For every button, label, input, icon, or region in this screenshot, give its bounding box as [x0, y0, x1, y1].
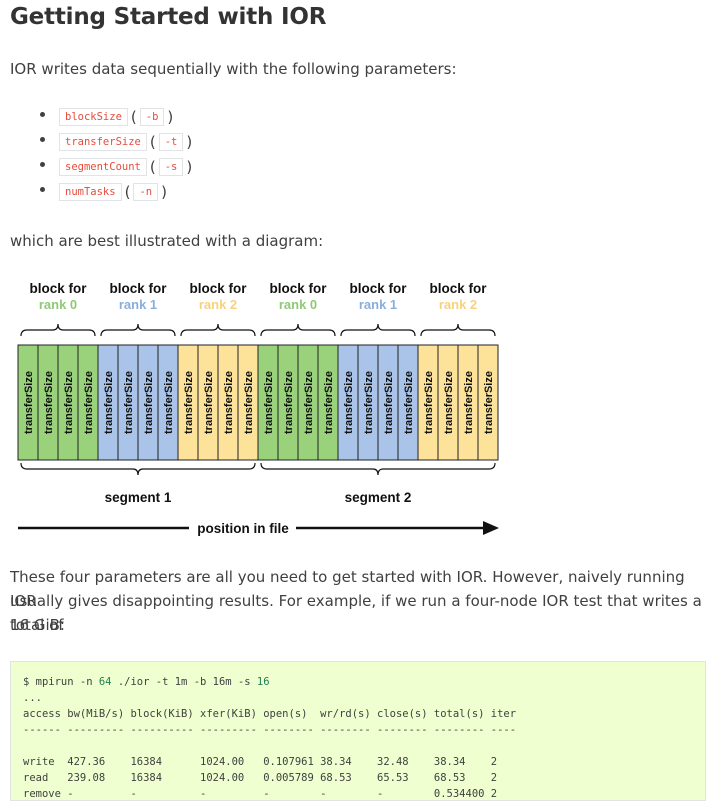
param-flag: -b [139, 107, 165, 126]
rank-label: rank 2 [439, 297, 477, 312]
segment-brace [20, 462, 256, 476]
block-label: block for [109, 281, 167, 296]
block-label: block for [269, 281, 327, 296]
transfer-size-label: transferSize [63, 371, 75, 434]
arrowhead-icon [483, 521, 499, 535]
transfer-size-label: transferSize [203, 371, 215, 434]
block-brace [260, 323, 336, 337]
transfer-size-label: transferSize [123, 371, 135, 434]
table-rule: ------ --------- ---------- --------- --… [23, 724, 517, 736]
transfer-size-label: transferSize [103, 371, 115, 434]
rank-label: rank 0 [279, 297, 317, 312]
command-line: $ mpirun -n 64 ./ior -t 1m -b 16m -s 16 [23, 676, 270, 688]
page-title: Getting Started with IOR [10, 4, 327, 30]
after-paragraph-line-1: These four parameters are all you need t… [10, 568, 685, 610]
segment-label: segment 2 [345, 490, 412, 505]
list-item: segmentCount (-s) [40, 154, 195, 179]
block-brace [180, 323, 256, 337]
param-name: segmentCount [59, 157, 147, 176]
param-name: blockSize [59, 107, 128, 126]
diagram-intro: which are best illustrated with a diagra… [10, 232, 324, 250]
transfer-size-label: transferSize [223, 371, 235, 434]
transfer-size-label: transferSize [83, 371, 95, 434]
table-header: access bw(MiB/s) block(KiB) xfer(KiB) op… [23, 708, 517, 720]
transfer-size-label: transferSize [263, 371, 275, 434]
list-item: transferSize (-t) [40, 129, 195, 154]
transfer-size-label: transferSize [423, 371, 435, 434]
block-label: block for [429, 281, 487, 296]
transfer-size-label: transferSize [363, 371, 375, 434]
param-name: transferSize [59, 132, 147, 151]
transfer-size-label: transferSize [183, 371, 195, 434]
param-flag: -s [158, 157, 184, 176]
transfer-size-label: transferSize [143, 371, 155, 434]
after-paragraph-line-3: 16 GiB: [10, 616, 65, 634]
block-label: block for [189, 281, 247, 296]
rank-label: rank 2 [199, 297, 237, 312]
rank-label: rank 1 [359, 297, 397, 312]
parameter-list: blockSize (-b) transferSize (-t) segment… [40, 104, 195, 204]
bullet [40, 162, 45, 167]
transfer-size-label: transferSize [463, 371, 475, 434]
transfer-size-label: transferSize [383, 371, 395, 434]
table-row: remove - - - - - - 0.534400 2 [23, 788, 498, 800]
rank-label: rank 1 [119, 297, 157, 312]
block-brace [340, 323, 416, 337]
rank-label: rank 0 [39, 297, 77, 312]
after-paragraph-line-2: usually gives disappointing results. For… [10, 592, 702, 634]
segment-brace [260, 462, 496, 476]
list-item: numTasks (-n) [40, 179, 195, 204]
transfer-size-label: transferSize [323, 371, 335, 434]
ellipsis-line: ... [23, 692, 42, 704]
block-label: block for [29, 281, 87, 296]
transfer-size-label: transferSize [243, 371, 255, 434]
block-label: block for [349, 281, 407, 296]
list-item: blockSize (-b) [40, 104, 195, 129]
table-row: read 239.08 16384 1024.00 0.005789 68.53… [23, 772, 498, 784]
intro-paragraph: IOR writes data sequentially with the fo… [10, 60, 457, 78]
transfer-size-label: transferSize [303, 371, 315, 434]
block-brace [100, 323, 176, 337]
transfer-size-label: transferSize [403, 371, 415, 434]
transfer-size-label: transferSize [43, 371, 55, 434]
position-axis-label: position in file [197, 521, 289, 536]
transfer-size-label: transferSize [163, 371, 175, 434]
transfer-size-label: transferSize [283, 371, 295, 434]
param-flag: -t [158, 132, 184, 151]
bullet [40, 137, 45, 142]
block-brace [420, 323, 496, 337]
param-flag: -n [133, 182, 159, 201]
segment-label: segment 1 [105, 490, 172, 505]
transfer-size-label: transferSize [23, 371, 35, 434]
transfer-size-label: transferSize [483, 371, 495, 434]
table-row: write 427.36 16384 1024.00 0.107961 38.3… [23, 756, 498, 768]
transfer-size-label: transferSize [443, 371, 455, 434]
transfer-cell [477, 344, 499, 461]
transfer-size-label: transferSize [343, 371, 355, 434]
code-block: $ mpirun -n 64 ./ior -t 1m -b 16m -s 16.… [10, 661, 706, 801]
bullet [40, 112, 45, 117]
block-brace [20, 323, 96, 337]
bullet [40, 187, 45, 192]
param-name: numTasks [59, 182, 122, 201]
